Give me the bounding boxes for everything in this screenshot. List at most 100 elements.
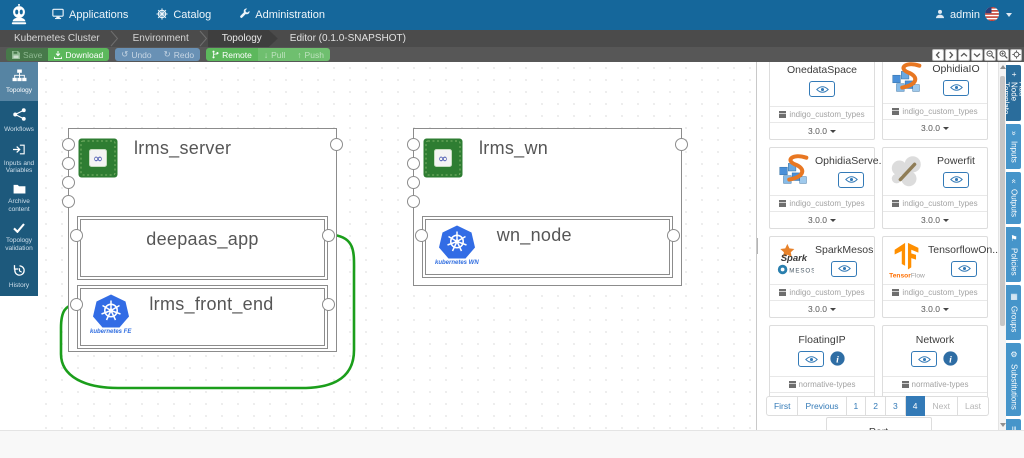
info-button[interactable]: i: [943, 351, 959, 367]
tab-substitutions[interactable]: ⚙Substitutions: [1006, 342, 1021, 417]
node-lrms-server[interactable]: ∞ lrms_server deepaas_app: [62, 128, 343, 352]
sidebar-item-inputs-and-variables[interactable]: Inputs and Variables: [0, 140, 38, 179]
port[interactable]: [322, 298, 335, 311]
port[interactable]: [667, 229, 680, 242]
breadcrumb-item[interactable]: Kubernetes Cluster: [14, 33, 100, 44]
svg-text:i: i: [836, 354, 839, 365]
sidebar-item-topology-validation[interactable]: Topology validation: [0, 218, 38, 257]
preview-button[interactable]: [798, 351, 824, 367]
sidebar-item-archive-content[interactable]: Archive content: [0, 179, 38, 218]
preview-button[interactable]: [943, 171, 969, 188]
preview-button[interactable]: [831, 260, 858, 277]
preview-button[interactable]: [951, 260, 978, 277]
archive-box-icon: [788, 381, 796, 388]
zoom-in-button[interactable]: [997, 48, 1009, 61]
port[interactable]: [70, 298, 83, 311]
topology-canvas[interactable]: ∞ lrms_server deepaas_app: [38, 62, 756, 430]
preview-button[interactable]: [911, 351, 937, 367]
version-dropdown[interactable]: 3.0.0: [883, 300, 987, 317]
info-button[interactable]: i: [830, 351, 846, 367]
tab-label: Substitutions: [1009, 363, 1019, 410]
node-lrms-front-end[interactable]: kubernetes FE lrms_front_end: [70, 285, 335, 349]
chevron-down-icon: [829, 308, 836, 312]
tab-outputs[interactable]: «Outputs: [1006, 172, 1021, 224]
palette-scrollbar[interactable]: [998, 62, 1006, 430]
node-template-card[interactable]: Portinormative-types1.0.0: [825, 417, 932, 430]
port[interactable]: [62, 157, 75, 170]
version-dropdown[interactable]: 3.0.0: [883, 119, 987, 136]
pan-up-button[interactable]: [958, 48, 970, 61]
node-lrms-wn[interactable]: ∞ lrms_wn kubernetes WN wn_node: [407, 128, 688, 286]
pan-down-button[interactable]: [971, 48, 983, 61]
scrollbar-thumb[interactable]: [1000, 76, 1005, 326]
port[interactable]: [407, 195, 420, 208]
port[interactable]: [675, 138, 688, 151]
port[interactable]: [407, 157, 420, 170]
port[interactable]: [322, 229, 335, 242]
scroll-down-icon[interactable]: [1000, 423, 1006, 427]
node-wn-node[interactable]: kubernetes WN wn_node: [415, 216, 680, 278]
workflow-icon: [12, 108, 26, 123]
breadcrumb-item[interactable]: Environment: [132, 33, 189, 44]
port[interactable]: [62, 138, 75, 151]
breadcrumb-item[interactable]: Topology: [208, 30, 278, 47]
remote-button[interactable]: Remote: [206, 48, 258, 61]
panel-resize-handle[interactable]: [757, 238, 758, 254]
port[interactable]: [407, 176, 420, 189]
port[interactable]: [70, 229, 83, 242]
port[interactable]: [415, 229, 428, 242]
page-button-previous[interactable]: Previous: [798, 396, 847, 416]
zoom-out-button[interactable]: [984, 48, 996, 61]
ophidia-icon: [773, 152, 815, 190]
scroll-up-icon[interactable]: [1000, 65, 1006, 69]
save-button[interactable]: Save: [6, 48, 49, 61]
preview-button[interactable]: [838, 171, 865, 188]
sidebar-item-history[interactable]: History: [0, 257, 38, 296]
node-deepaas-app[interactable]: deepaas_app: [70, 216, 335, 280]
redo-button[interactable]: ↻Redo: [157, 48, 201, 61]
undo-button[interactable]: ↺Undo: [115, 48, 158, 61]
push-button[interactable]: ↑Push: [291, 48, 330, 61]
user-menu[interactable]: admin: [935, 6, 1024, 24]
tab-inputs[interactable]: »Inputs: [1006, 124, 1021, 170]
menu-item-applications[interactable]: Applications: [38, 0, 142, 30]
pull-button[interactable]: ↓Pull: [257, 48, 292, 61]
pan-right-button[interactable]: [945, 48, 957, 61]
menu-item-label: Administration: [255, 9, 325, 21]
version-dropdown[interactable]: 3.0.0: [883, 211, 987, 228]
version-dropdown[interactable]: 3.0.0: [770, 122, 874, 139]
port[interactable]: [62, 176, 75, 189]
center-button[interactable]: [1010, 48, 1022, 61]
pan-left-button[interactable]: [932, 48, 944, 61]
page-button-4[interactable]: 4: [905, 396, 926, 416]
alien4cloud-logo[interactable]: [0, 4, 38, 26]
tab-groups[interactable]: ▦Groups: [1006, 285, 1021, 340]
preview-button[interactable]: [943, 79, 969, 96]
version-dropdown[interactable]: 3.0.0: [770, 300, 874, 317]
port[interactable]: [407, 138, 420, 151]
menu-item-administration[interactable]: Administration: [225, 0, 339, 30]
sidebar-item-topology[interactable]: Topology: [0, 62, 38, 101]
page-button-first[interactable]: First: [765, 396, 799, 416]
sidebar-item-workflows[interactable]: Workflows: [0, 101, 38, 140]
menu-item-catalog[interactable]: Catalog: [142, 0, 225, 30]
page-button-3[interactable]: 3: [886, 396, 906, 416]
page-button-2[interactable]: 2: [866, 396, 887, 416]
preview-button[interactable]: [809, 81, 835, 97]
port[interactable]: [330, 138, 343, 151]
version-dropdown[interactable]: 3.0.0: [770, 211, 874, 228]
tab-policies[interactable]: ⚑Policies: [1006, 226, 1021, 283]
page-button-1[interactable]: 1: [846, 396, 867, 416]
tab-add-node-template[interactable]: +Add Node Template: [1002, 65, 1024, 122]
port[interactable]: [62, 195, 75, 208]
download-button[interactable]: Download: [48, 48, 110, 61]
